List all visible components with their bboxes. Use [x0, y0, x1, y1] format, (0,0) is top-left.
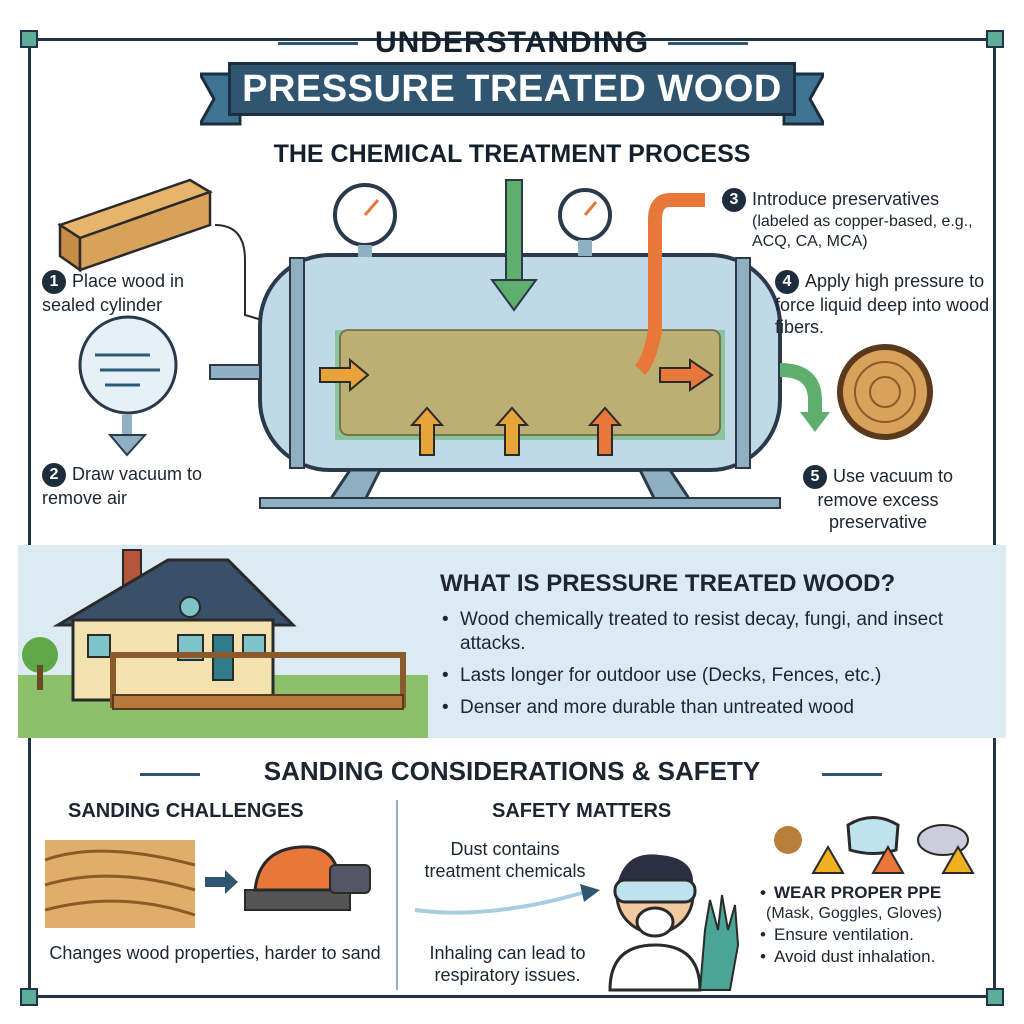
ppe-section: WEAR PROPER PPE (Mask, Goggles, Gloves) … — [760, 882, 995, 968]
section-heading: SANDING CONSIDERATIONS & SAFETY — [263, 756, 761, 786]
list-item: Avoid dust inhalation. — [760, 946, 995, 968]
step-text: Introduce preservatives — [752, 189, 940, 209]
warning-icon — [811, 844, 975, 874]
list-item: Ensure ventilation. — [760, 924, 995, 946]
subtitle: THE CHEMICAL TREATMENT PROCESS — [273, 140, 751, 168]
ppe-title: WEAR PROPER PPE — [760, 882, 995, 904]
step-number: 2 — [42, 463, 66, 487]
cloud-icon — [917, 824, 969, 856]
list-item: Lasts longer for outdoor use (Decks, Fen… — [440, 664, 1000, 688]
down-arrow-icon — [490, 179, 538, 312]
sanding-illustration — [44, 840, 371, 928]
ppe-detail: (Mask, Goggles, Gloves) — [766, 905, 943, 922]
step-detail: (labeled as copper-based, e.g., ACQ, CA,… — [752, 213, 973, 250]
step-3: 3 Introduce preservatives (labeled as copp… — [722, 188, 992, 252]
frame-corner — [20, 30, 38, 48]
what-is-section: WHAT IS PRESSURE TREATED WOOD? Wood chem… — [440, 570, 1000, 728]
column-heading: SAFETY MATTERS — [492, 800, 672, 822]
ppe-hazard-icons — [774, 816, 975, 874]
step-text: Place wood in sealed cylinder — [42, 271, 185, 315]
person-with-ppe-illustration — [414, 854, 740, 992]
step-number: 1 — [42, 270, 66, 294]
arrow-icons — [319, 357, 714, 456]
vacuum-air-icon — [78, 315, 178, 457]
step-number: 4 — [775, 270, 799, 294]
decorative-frame — [28, 38, 996, 998]
page-title: PRESSURE TREATED WOOD — [242, 68, 782, 110]
column-divider — [396, 800, 398, 990]
frame-corner — [986, 30, 1004, 48]
step-text: Apply high pressure to force liquid deep… — [775, 271, 990, 337]
divider — [278, 42, 358, 45]
kicker: UNDERSTANDING — [374, 26, 650, 59]
goggles-icon — [846, 816, 900, 855]
step-text: Use vacuum to remove excess preservative — [817, 466, 954, 532]
frame-corner — [986, 988, 1004, 1006]
house-deck-illustration — [18, 549, 428, 738]
step-number: 3 — [722, 188, 746, 212]
inhale-warning: Inhaling can lead to respiratory issues. — [429, 943, 586, 985]
log-cross-section-icon — [837, 344, 933, 440]
step-number: 5 — [802, 465, 827, 489]
divider — [822, 773, 882, 776]
dust-note: Dust contains treatment chemicals — [424, 839, 586, 881]
list-item: Denser and more durable than untreated w… — [440, 696, 1000, 720]
dust-icon — [774, 826, 802, 854]
challenges-caption: Changes wood properties, harder to sand — [49, 943, 381, 963]
wood-plank-icon — [57, 178, 213, 273]
pressure-gauge-icon — [333, 183, 397, 257]
list-item: Wood chemically treated to resist decay,… — [440, 608, 1000, 656]
title-banner: PRESSURE TREATED WOOD — [200, 62, 824, 126]
pressure-gauge-icon — [558, 188, 612, 256]
treatment-process-illustration — [57, 178, 933, 509]
section-heading: WHAT IS PRESSURE TREATED WOOD? — [440, 570, 896, 597]
divider — [668, 42, 748, 45]
column-heading: SANDING CHALLENGES — [68, 800, 304, 822]
frame-corner — [20, 988, 38, 1006]
step-text: Draw vacuum to remove air — [42, 464, 203, 508]
divider — [140, 773, 200, 776]
